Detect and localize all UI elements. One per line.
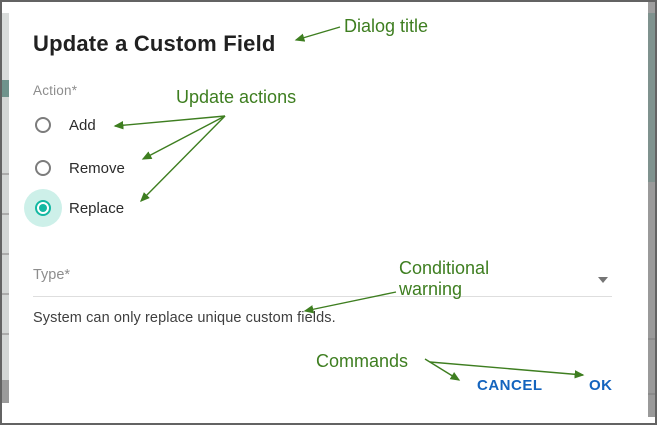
field-underline (33, 296, 612, 297)
radio-dot (39, 204, 47, 212)
radio-halo (24, 106, 62, 144)
dropdown-caret-icon (598, 277, 608, 283)
radio-unselected-icon (35, 160, 51, 176)
background-page-sliver-right (648, 2, 655, 417)
cancel-button[interactable]: CANCEL (473, 375, 547, 396)
arrow-to-remove-option (141, 115, 226, 160)
arrow-to-dialog-title (294, 26, 341, 42)
type-select-field[interactable]: Type* (33, 262, 612, 297)
ok-button[interactable]: OK (585, 375, 617, 396)
radio-unselected-icon (35, 117, 51, 133)
type-field-label: Type* (33, 267, 71, 283)
arrow-to-ok-button (429, 361, 585, 379)
radio-label-add: Add (69, 116, 96, 134)
annotation-dialog-title: Dialog title (344, 16, 429, 36)
radio-halo (24, 149, 62, 187)
dialog-title: Update a Custom Field (33, 31, 276, 56)
radio-dot (39, 164, 47, 172)
action-field-label: Action* (33, 83, 78, 98)
radio-label-replace: Replace (69, 199, 125, 217)
radio-label-remove: Remove (69, 159, 125, 177)
radio-dot (39, 121, 47, 129)
arrow-to-add-option (113, 115, 226, 130)
arrow-to-replace-option (140, 115, 226, 202)
annotation-conditional-warning: Conditional warning (399, 258, 490, 299)
arrow-to-cancel-button (424, 358, 461, 381)
annotation-update-actions: Update actions (176, 87, 297, 107)
radio-option-remove[interactable]: Remove (24, 149, 125, 187)
radio-selected-icon (35, 200, 51, 216)
background-page-sliver-left (2, 13, 9, 403)
radio-halo (24, 189, 62, 227)
radio-option-add[interactable]: Add (24, 106, 96, 144)
annotation-commands: Commands (316, 351, 409, 371)
radio-option-replace[interactable]: Replace (24, 189, 124, 227)
conditional-warning-text: System can only replace unique custom fi… (33, 310, 336, 326)
